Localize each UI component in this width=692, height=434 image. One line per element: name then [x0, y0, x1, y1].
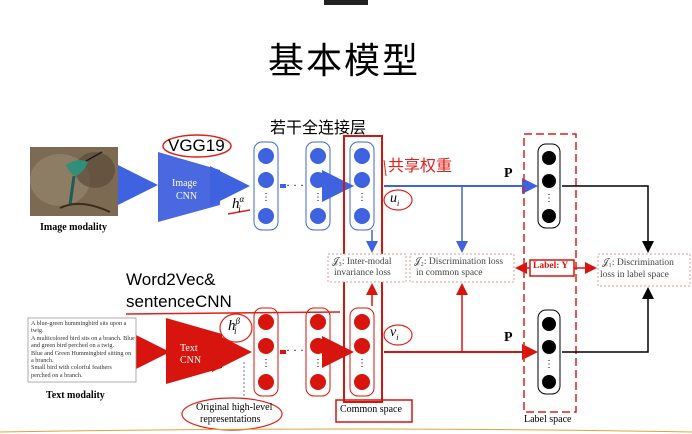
orig-repr-line-2: representations: [200, 414, 261, 425]
caption-line: twig.: [31, 327, 44, 335]
caption-line: a branch.: [31, 357, 54, 365]
svg-text:⋮: ⋮: [261, 192, 271, 203]
p-top-label: P: [504, 166, 513, 181]
common-space-label: Common space: [340, 404, 402, 415]
image-cnn-block: [158, 152, 220, 222]
text-modality-label: Text modality: [46, 390, 105, 401]
label-node-top: ⋮: [537, 143, 561, 229]
image-layer-1: ⋮: [253, 141, 279, 231]
caption-line: perched on a branch.: [31, 371, 83, 379]
image-cnn-label-2: CNN: [176, 191, 198, 202]
label-space-label: Label space: [524, 414, 572, 425]
h-beta-sub: i: [233, 326, 237, 336]
u-i-u: u: [390, 191, 397, 206]
caption-text: A blue-green hummingbird sits upon a twi…: [31, 320, 135, 379]
j2-box: [409, 253, 515, 283]
caption-line: Blue and Green Hummingbird sitting on: [31, 349, 132, 357]
j1-line-2: loss in label space: [600, 270, 669, 280]
h-alpha-label: hαi: [232, 194, 244, 214]
page-title: 基本模型: [268, 41, 421, 82]
j3-line-2: invariance loss: [334, 268, 391, 278]
text-layer-2: ⋮: [305, 307, 331, 397]
h-beta-label: hβi: [228, 316, 240, 336]
image-layer-common: ⋮: [349, 141, 375, 231]
v-i-label: vi: [390, 325, 398, 342]
v-i-v: v: [390, 325, 397, 340]
vgg-label: VGG19: [168, 136, 225, 155]
svg-text:⋮: ⋮: [261, 358, 271, 369]
j1-line-1: 𝒥₁: Discrimination: [602, 258, 674, 268]
h-beta-h: h: [228, 318, 236, 334]
svg-text:⋮: ⋮: [544, 359, 554, 370]
u-i-label: ui: [390, 191, 399, 208]
text-cnn-label-2: CNN: [180, 355, 202, 366]
w2v-line-1: Word2Vec&: [126, 270, 216, 289]
p-bottom-label: P: [504, 330, 513, 345]
text-layer-1: ⋮: [253, 307, 279, 397]
caption-line: A blue-green hummingbird sits upon a: [31, 320, 127, 327]
label-y: Label: Y: [533, 261, 569, 271]
text-layer-common: ⋮: [349, 307, 375, 397]
j1-box: [597, 253, 691, 287]
shared-weights-label: 共享权重: [388, 156, 453, 175]
svg-text:⋮: ⋮: [313, 358, 323, 369]
image-layer-2: ⋮: [305, 141, 331, 231]
j2-line-2: in common space: [416, 268, 483, 278]
top-bar: [324, 0, 368, 5]
h-alpha-h: h: [232, 196, 240, 212]
text-cnn-block: [166, 318, 222, 384]
j3-box: [327, 253, 407, 283]
h-alpha-sup: α: [239, 194, 245, 204]
label-node-bottom: ⋮: [537, 309, 561, 395]
j2-line-1: 𝒥₂: Discrimination loss: [414, 257, 504, 267]
svg-text:⋮: ⋮: [357, 358, 367, 369]
u-i-sub: i: [397, 198, 400, 208]
h-beta-sup: β: [235, 316, 240, 326]
caption-line: and green bird perched on a twig.: [31, 342, 114, 350]
bird-image: [30, 147, 118, 216]
image-cnn-label-1: Image: [172, 178, 197, 189]
v-i-sub: i: [396, 332, 399, 342]
svg-text:⋮: ⋮: [544, 193, 554, 204]
j3-line-1: 𝒥₃: Inter-modal: [332, 257, 392, 267]
svg-text:⋮: ⋮: [357, 192, 367, 203]
ellipsis-bottom: · · ·: [286, 343, 304, 357]
ellipsis-top: · · ·: [286, 178, 304, 192]
svg-text:⋮: ⋮: [313, 192, 323, 203]
subtitle: 若干全连接层: [270, 118, 367, 137]
caption-line: Small bird with colorful feathers: [31, 364, 112, 372]
h-alpha-sub: i: [238, 204, 241, 214]
text-cnn-label-1: Text: [180, 343, 198, 354]
caption-line: A multicolored bird sits on a branch. Bl…: [31, 334, 135, 342]
orig-repr-line-1: Original high-level: [196, 402, 273, 413]
w2v-line-2: sentenceCNN: [126, 292, 232, 311]
image-modality-label: Image modality: [40, 222, 107, 233]
